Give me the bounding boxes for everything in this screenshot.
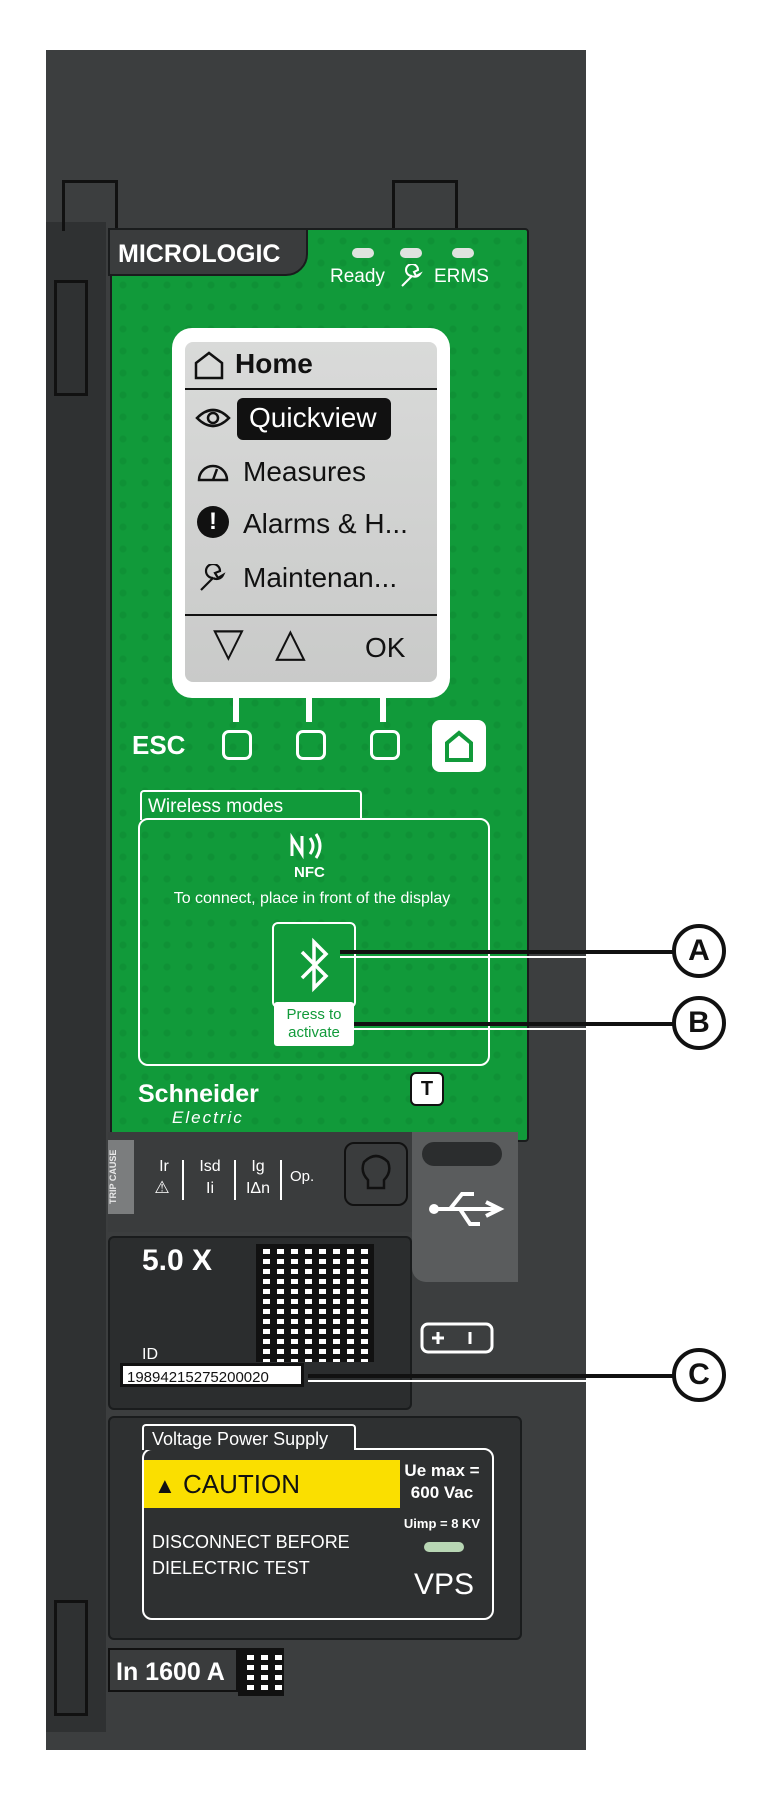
ready-led bbox=[352, 248, 374, 258]
in-rating-label: In 1600 A bbox=[108, 1648, 238, 1692]
alert-icon: ! bbox=[197, 506, 229, 538]
port-slot bbox=[422, 1142, 502, 1166]
uimp-label: Uimp = 8 KV bbox=[403, 1516, 481, 1531]
caution-text: CAUTION bbox=[183, 1469, 301, 1499]
id-label: ID bbox=[142, 1346, 158, 1363]
lcd-display: Home Quickview Measures ! Alarms & H... … bbox=[185, 342, 437, 682]
vps-module bbox=[108, 1416, 522, 1640]
home-button[interactable] bbox=[432, 720, 486, 772]
side-latch-top bbox=[54, 280, 88, 396]
menu-item-quickview[interactable]: Quickview bbox=[237, 398, 391, 440]
softkey-up-label: △ bbox=[275, 621, 306, 665]
callout-line-c bbox=[308, 1374, 674, 1378]
vps-text: VPS bbox=[414, 1568, 475, 1601]
lightbulb-icon bbox=[361, 1154, 391, 1190]
trip-isd-top: Isd bbox=[199, 1158, 221, 1175]
softkey-divider bbox=[185, 614, 437, 616]
callout-a: A bbox=[672, 924, 726, 978]
callout-line-a bbox=[340, 950, 674, 954]
nfc-icon bbox=[288, 830, 332, 867]
schneider-logo-text: Schneider bbox=[138, 1080, 259, 1108]
usb-port-cover[interactable] bbox=[412, 1132, 518, 1282]
softkey-ok-button[interactable] bbox=[370, 730, 400, 760]
trip-ii-bottom: Ii bbox=[206, 1180, 214, 1197]
erms-label: ERMS bbox=[434, 266, 489, 287]
title-divider bbox=[185, 388, 437, 390]
wireless-modes-label: Wireless modes bbox=[140, 790, 362, 820]
warning-line-1: DISCONNECT BEFORE bbox=[152, 1532, 350, 1552]
ue-line2: 600 Vac bbox=[410, 1483, 474, 1502]
bluetooth-icon bbox=[300, 937, 329, 993]
trip-idn-bottom: IΔn bbox=[245, 1180, 271, 1197]
test-button[interactable]: T bbox=[410, 1072, 444, 1106]
vps-title: Voltage Power Supply bbox=[142, 1424, 356, 1450]
vps-led bbox=[424, 1542, 464, 1552]
small-qr-code bbox=[238, 1648, 284, 1696]
left-rail bbox=[46, 222, 106, 1732]
menu-item-maintenance[interactable]: Maintenan... bbox=[243, 562, 398, 593]
trip-ig-top: Ig bbox=[251, 1158, 265, 1175]
press-to-activate-label: Press to activate bbox=[274, 1002, 354, 1046]
wrench-icon bbox=[197, 562, 227, 599]
eye-icon bbox=[195, 406, 231, 435]
key-connector bbox=[306, 698, 312, 722]
key-connector bbox=[380, 698, 386, 722]
callout-b: B bbox=[672, 996, 726, 1050]
press-label-line2: activate bbox=[288, 1024, 340, 1041]
trip-divider bbox=[280, 1160, 282, 1200]
caution-banner: ▲ CAUTION bbox=[144, 1460, 400, 1508]
long-time-setting: 5.0 X bbox=[142, 1244, 213, 1277]
softkey-up-button[interactable] bbox=[296, 730, 326, 760]
callout-line-c-highlight bbox=[308, 1380, 674, 1382]
erms-led bbox=[452, 248, 474, 258]
qr-code[interactable] bbox=[256, 1244, 374, 1362]
electric-logo-text: Electric bbox=[172, 1108, 244, 1127]
ue-max-label: Ue max = 600 Vac bbox=[398, 1460, 486, 1504]
menu-item-measures[interactable]: Measures bbox=[243, 456, 366, 487]
display-title: Home bbox=[235, 348, 313, 379]
home-icon bbox=[193, 350, 225, 385]
warning-line-2: DIELECTRIC TEST bbox=[152, 1558, 310, 1578]
nfc-label: NFC bbox=[294, 864, 325, 881]
callout-line-b-highlight bbox=[354, 1028, 674, 1030]
trip-divider bbox=[234, 1160, 236, 1200]
callout-line-a-highlight bbox=[340, 956, 674, 958]
trip-reset-button[interactable] bbox=[344, 1142, 408, 1206]
product-brand-label: MICROLOGIC bbox=[108, 228, 308, 276]
mount-clip-left bbox=[62, 180, 118, 231]
trip-divider bbox=[182, 1160, 184, 1200]
softkey-ok-label: OK bbox=[365, 632, 406, 663]
nfc-instruction: To connect, place in front of the displa… bbox=[173, 890, 451, 907]
id-value: 19894215275200020 bbox=[120, 1363, 304, 1387]
trip-cause-side-label: TRIP CAUSE bbox=[108, 1140, 134, 1214]
press-label-line1: Press to bbox=[286, 1006, 342, 1023]
ready-label: Ready bbox=[330, 266, 385, 287]
warning-triangle-icon: ▲ bbox=[154, 1473, 176, 1498]
trip-ir-bottom: ⚠ bbox=[154, 1178, 170, 1197]
home-icon bbox=[445, 730, 473, 762]
usb-icon bbox=[429, 1192, 505, 1226]
wireless-modes-box bbox=[138, 818, 490, 1066]
trip-op-label: Op. bbox=[290, 1168, 315, 1185]
softkey-down-label: ▽ bbox=[213, 621, 244, 665]
menu-item-alarms[interactable]: Alarms & H... bbox=[243, 508, 408, 539]
key-connector bbox=[233, 698, 239, 722]
side-latch-bottom bbox=[54, 1600, 88, 1716]
wrench-icon bbox=[398, 263, 424, 295]
mount-clip-right bbox=[392, 180, 458, 231]
callout-c: C bbox=[672, 1348, 726, 1402]
callout-line-b bbox=[354, 1022, 674, 1026]
ue-line1: Ue max = bbox=[404, 1461, 480, 1480]
esc-button-label: ESC bbox=[132, 730, 186, 760]
softkey-down-button[interactable] bbox=[222, 730, 252, 760]
bluetooth-button[interactable] bbox=[272, 922, 356, 1008]
maintenance-led bbox=[400, 248, 422, 258]
measures-gauge-icon bbox=[195, 460, 231, 493]
trip-ir-top: Ir bbox=[159, 1158, 169, 1175]
battery-icon bbox=[414, 1318, 500, 1363]
